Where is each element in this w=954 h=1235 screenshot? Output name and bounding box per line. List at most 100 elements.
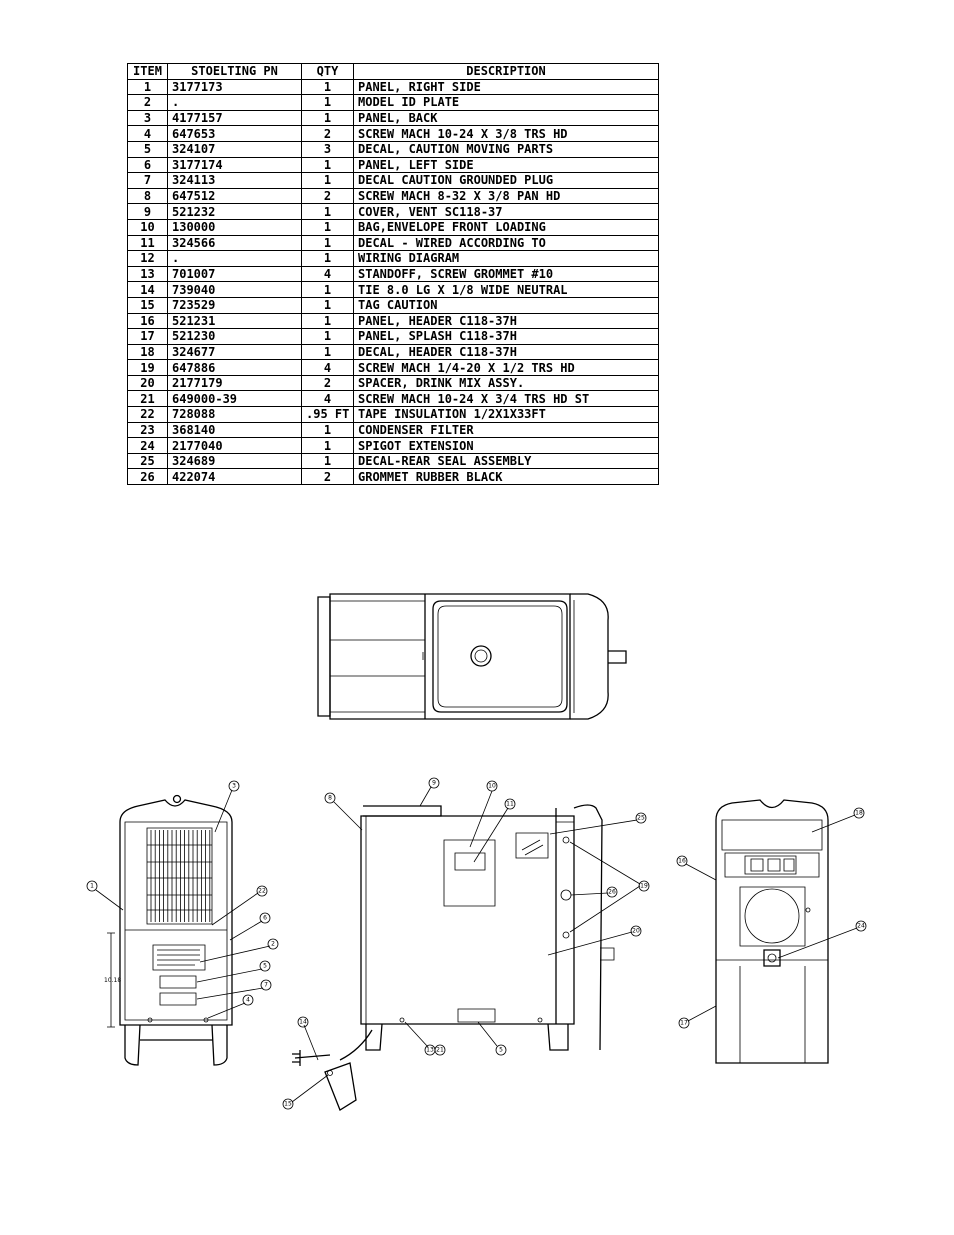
description-cell: DECAL-REAR SEAL ASSEMBLY	[353, 452, 659, 470]
quantity-cell: .95 FT	[301, 406, 354, 423]
callout-26: 26	[606, 886, 618, 898]
callout-19: 19	[638, 880, 650, 892]
top-view	[317, 593, 627, 720]
part-number-cell: 739040	[167, 281, 302, 298]
callout-1: 1	[86, 880, 98, 892]
callout-20: 20	[630, 925, 642, 937]
item-cell: 11	[127, 234, 168, 252]
rear-view: 10.18	[104, 794, 233, 1066]
svg-text:17: 17	[680, 1020, 688, 1027]
description-cell: SCREW MACH 10-24 X 3/8 TRS HD	[353, 125, 659, 142]
item-cell: 13	[127, 265, 168, 283]
callout-leaders	[95, 786, 858, 1103]
callout-8: 8	[324, 792, 336, 804]
part-number-cell: 521231	[167, 312, 302, 330]
svg-text:1: 1	[90, 883, 94, 890]
part-number-cell: 647512	[167, 187, 302, 205]
description-cell: TAPE INSULATION 1/2X1X33FT	[353, 406, 659, 423]
callout-17: 17	[678, 1017, 690, 1029]
callout-18: 18	[853, 807, 865, 819]
description-cell: SCREW MACH 8-32 X 3/8 PAN HD	[353, 187, 659, 205]
svg-text:25: 25	[637, 815, 645, 822]
description-cell: TIE 8.0 LG X 1/8 WIDE NEUTRAL	[353, 281, 659, 298]
item-cell: 17	[127, 328, 168, 345]
callout-10: 10	[486, 780, 498, 792]
svg-text:18: 18	[855, 810, 863, 817]
callout-14: 14	[297, 1016, 309, 1028]
callout-5b: 5	[495, 1044, 507, 1056]
svg-text:3: 3	[232, 783, 236, 790]
svg-text:16: 16	[678, 858, 686, 865]
front-view	[715, 799, 829, 1064]
part-number-cell: 2177040	[167, 437, 302, 454]
callout-21: 21	[434, 1044, 446, 1056]
callout-9: 9	[428, 777, 440, 789]
svg-text:4: 4	[246, 997, 250, 1004]
description-cell: SPACER, DRINK MIX ASSY.	[353, 374, 659, 392]
item-cell: 25	[127, 452, 168, 470]
svg-text:8: 8	[328, 795, 332, 802]
description-cell: GROMMET RUBBER BLACK	[353, 468, 659, 486]
svg-text:14: 14	[299, 1019, 307, 1026]
svg-text:10: 10	[488, 783, 496, 790]
part-number-cell: 647653	[167, 125, 302, 142]
callout-5a: 5	[259, 960, 271, 972]
description-cell: MODEL ID PLATE	[353, 94, 659, 111]
description-cell: BAG,ENVELOPE FRONT LOADING	[353, 218, 659, 236]
description-cell: DECAL CAUTION GROUNDED PLUG	[353, 172, 659, 189]
table-header-row: ITEM STOELTING PN QTY DESCRIPTION	[127, 63, 659, 80]
item-cell: 16	[127, 312, 168, 330]
svg-text:7: 7	[264, 982, 268, 989]
svg-text:22: 22	[258, 888, 266, 895]
callout-15: 15	[282, 1098, 294, 1110]
callout-22: 22	[256, 885, 268, 897]
item-cell: 15	[127, 296, 168, 314]
callout-6: 6	[259, 912, 271, 924]
callout-25: 25	[635, 812, 647, 824]
callout-11: 11	[504, 798, 516, 810]
svg-text:26: 26	[608, 889, 616, 896]
svg-text:6: 6	[263, 915, 267, 922]
item-cell: 19	[127, 359, 168, 376]
part-number-cell: 521230	[167, 328, 302, 345]
svg-text:13: 13	[426, 1047, 434, 1054]
height-dimension: 10.18	[104, 977, 121, 984]
rear-grille	[146, 827, 213, 925]
callout-16: 16	[676, 855, 688, 867]
svg-text:21: 21	[436, 1047, 444, 1054]
part-number-cell: 324107	[167, 140, 302, 158]
svg-text:19: 19	[640, 883, 648, 890]
part-number-cell: 701007	[167, 265, 302, 283]
svg-text:24: 24	[857, 923, 865, 930]
svg-text:5: 5	[499, 1047, 503, 1054]
description-cell: STANDOFF, SCREW GROMMET #10	[353, 265, 659, 283]
callout-13: 13	[424, 1044, 436, 1056]
description-cell: PANEL, BACK	[353, 109, 659, 127]
side-view	[292, 804, 615, 1111]
callout-4: 4	[242, 994, 254, 1006]
part-number-cell: 647886	[167, 359, 302, 376]
svg-text:11: 11	[506, 801, 514, 808]
svg-text:5: 5	[263, 963, 267, 970]
svg-text:2: 2	[271, 941, 275, 948]
callouts: 3 1 22 6 2 5 7 4 8 9 10 11 25 19 26 20 5…	[86, 777, 867, 1110]
svg-text:15: 15	[284, 1101, 292, 1108]
svg-text:9: 9	[432, 780, 436, 787]
